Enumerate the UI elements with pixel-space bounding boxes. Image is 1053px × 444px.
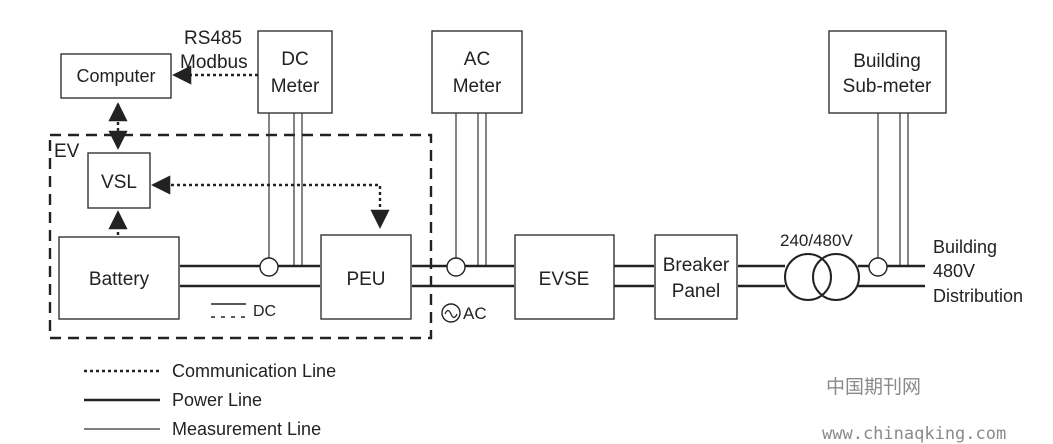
svg-text:PEU: PEU xyxy=(346,269,385,290)
measurement-lines xyxy=(268,113,909,267)
svg-text:Meter: Meter xyxy=(271,76,320,97)
distribution-label-line3: Distribution xyxy=(933,286,1023,306)
svg-text:Computer: Computer xyxy=(76,66,155,86)
svg-text:Battery: Battery xyxy=(89,269,150,290)
svg-text:AC: AC xyxy=(464,49,490,70)
building-submeter-box: Building Sub-meter xyxy=(828,30,947,114)
svg-text:EVSE: EVSE xyxy=(539,269,590,290)
svg-text:VSL: VSL xyxy=(101,172,137,193)
protocol-label-rs485: RS485 xyxy=(184,28,242,49)
dc-symbol: DC xyxy=(211,303,276,320)
ev-region-label: EV xyxy=(54,141,80,162)
transformer-symbol xyxy=(784,253,860,301)
svg-text:Building: Building xyxy=(853,51,921,72)
ac-meter-box: AC Meter xyxy=(431,30,523,114)
svg-text:Breaker: Breaker xyxy=(663,255,730,276)
communication-lines xyxy=(108,65,390,235)
computer-box: Computer xyxy=(60,53,172,99)
ac-symbol: AC xyxy=(441,303,487,323)
svg-text:DC: DC xyxy=(253,303,276,320)
watermark-site-url: www.chinaqking.com xyxy=(822,424,1006,444)
svg-text:Meter: Meter xyxy=(453,76,502,97)
distribution-label-line2: 480V xyxy=(933,261,975,281)
ev-region-border xyxy=(48,133,433,340)
transformer-voltage-label: 240/480V xyxy=(780,231,853,250)
legend-power-label: Power Line xyxy=(172,390,262,410)
vsl-box: VSL xyxy=(87,152,151,209)
legend-measurement-label: Measurement Line xyxy=(172,419,321,439)
peu-box: PEU xyxy=(320,234,412,320)
svg-text:DC: DC xyxy=(281,49,308,70)
svg-text:AC: AC xyxy=(463,304,487,323)
distribution-label-line1: Building xyxy=(933,237,997,257)
legend-communication-label: Communication Line xyxy=(172,361,336,381)
protocol-label-modbus: Modbus xyxy=(180,52,248,73)
battery-box: Battery xyxy=(58,236,180,320)
svg-text:Sub-meter: Sub-meter xyxy=(843,76,932,97)
watermark-site-cn: 中国期刊网 xyxy=(826,376,921,398)
svg-text:Panel: Panel xyxy=(672,281,721,302)
current-transformers xyxy=(259,257,888,277)
dc-meter-box: DC Meter xyxy=(257,30,333,114)
breaker-panel-box: Breaker Panel xyxy=(654,234,738,320)
legend: Communication Line Power Line Measuremen… xyxy=(84,361,336,439)
evse-box: EVSE xyxy=(514,234,615,320)
